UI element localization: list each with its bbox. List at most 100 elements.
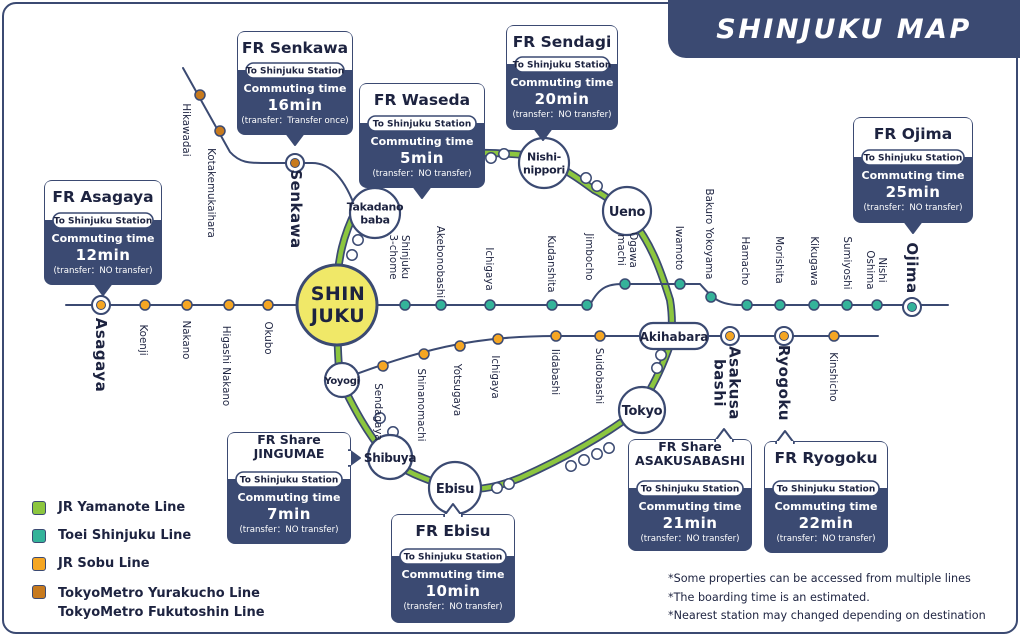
- station-dot: [705, 291, 717, 303]
- station-dot: [655, 349, 667, 361]
- station-core: [96, 300, 106, 310]
- card-pointer-cover: [716, 439, 732, 443]
- station-label: Sumiyoshi: [841, 236, 853, 289]
- station-label: Hamacho: [739, 237, 751, 286]
- note-line: *The boarding time is an estimated.: [668, 590, 870, 604]
- senkawa-station-icon: [285, 153, 305, 173]
- ueno-station-label: Ueno: [609, 205, 646, 220]
- property-name: FR Ojima: [874, 125, 952, 143]
- station-dot: [594, 330, 606, 342]
- station-label: Iwamoto: [673, 226, 685, 270]
- commuting-time: 25min: [886, 183, 941, 201]
- station-dot: [262, 299, 274, 311]
- station-dot: [194, 89, 206, 101]
- commuting-time: 22min: [799, 514, 854, 532]
- station-label: Nakano: [180, 321, 192, 360]
- station-dot: [774, 299, 786, 311]
- station-dot: [377, 360, 389, 372]
- commuting-label: Commuting time: [775, 500, 878, 513]
- station-label: Koenji: [137, 324, 149, 355]
- sobu-swatch-icon: [32, 557, 46, 571]
- transfer-info: (transfer：Transfer once): [241, 116, 348, 126]
- station-dot: [591, 180, 603, 192]
- station-label: Jimbocho: [583, 232, 595, 280]
- legend-item-metro: TokyoMetro Yurakucho Line TokyoMetro Fuk…: [32, 584, 265, 622]
- commuting-label: Commuting time: [639, 500, 742, 513]
- card-header: [45, 181, 161, 220]
- card-pointer-icon: [533, 127, 553, 141]
- station-label: Okubo: [262, 321, 274, 354]
- station-label: Higashi Nakano: [220, 326, 232, 406]
- station-dot: [418, 348, 430, 360]
- commuting-time: 21min: [663, 514, 718, 532]
- station-dot: [484, 299, 496, 311]
- station-label: Ichigaya: [489, 355, 501, 398]
- legend-item-shinjuku-line: Toei Shinjuku Line: [32, 528, 191, 543]
- yamanote-swatch-icon: [32, 501, 46, 515]
- ueno-station-icon: [601, 185, 653, 237]
- legend-label: Toei Shinjuku Line: [58, 528, 192, 543]
- station-dot: [223, 299, 235, 311]
- akihabara-station-label: Akihabara: [640, 330, 709, 344]
- station-core: [779, 331, 789, 341]
- destination-pill: [772, 480, 880, 497]
- station-dot: [808, 299, 820, 311]
- transfer-info: (transfer：NO transfer): [372, 169, 471, 179]
- station-label: NishiOshima: [864, 250, 888, 289]
- station-label: Shinanomachi: [415, 369, 427, 442]
- station-dot: [565, 460, 577, 472]
- station-dot: [435, 299, 447, 311]
- destination-text: To Shinjuku Station: [777, 484, 876, 494]
- commuting-label: Commuting time: [402, 568, 505, 581]
- destination-text: To Shinjuku Station: [404, 552, 503, 562]
- destination-pill: [52, 212, 154, 229]
- station-dot: [546, 299, 558, 311]
- destination-pill: [514, 56, 610, 73]
- station-dot: [580, 172, 592, 184]
- tokyo-station-icon: [617, 385, 667, 435]
- commuting-label: Commuting time: [371, 135, 474, 148]
- station-dot: [139, 299, 151, 311]
- commuting-label: Commuting time: [52, 232, 155, 245]
- legend-label: JR Sobu Line: [58, 556, 150, 571]
- station-label: Ogawamachi: [615, 232, 639, 268]
- sobu-line-east: [339, 335, 879, 381]
- card-header: [765, 442, 887, 488]
- station-dot: [651, 362, 663, 374]
- station-dot: [374, 412, 386, 424]
- map-title: SHINJUKU MAP: [716, 13, 972, 45]
- destination-pill: [399, 548, 507, 565]
- ojima-station-icon: [902, 297, 922, 317]
- legend-label: TokyoMetro Yurakucho Line TokyoMetro Fuk…: [58, 586, 265, 620]
- card-header: [238, 32, 352, 70]
- card-header: [507, 26, 617, 64]
- ryogoku-station-icon: [774, 326, 794, 346]
- station-dot: [214, 125, 226, 137]
- destination-pill: [235, 471, 343, 488]
- destination-text: To Shinjuku Station: [641, 484, 740, 494]
- station-dot: [491, 482, 503, 494]
- asagaya-station-icon: [91, 295, 111, 315]
- transfer-info: (transfer：NO transfer): [863, 203, 962, 213]
- destination-text: To Shinjuku Station: [54, 216, 153, 226]
- commuting-time: 12min: [76, 246, 131, 264]
- card-pointer-icon: [93, 282, 113, 296]
- transfer-info: (transfer：NO transfer): [53, 266, 152, 276]
- station-dot: [841, 299, 853, 311]
- card-pointer-cover: [777, 441, 793, 445]
- station-label: Iidabashi: [549, 349, 561, 395]
- station-dot: [550, 330, 562, 342]
- station-dot: [181, 299, 193, 311]
- station-core: [290, 158, 300, 168]
- commuting-label: Commuting time: [244, 82, 347, 95]
- property-name: FR Ebisu: [415, 522, 490, 540]
- note-line: *Nearest station may changed depending o…: [668, 609, 986, 622]
- station-label: Kikugawa: [808, 236, 820, 285]
